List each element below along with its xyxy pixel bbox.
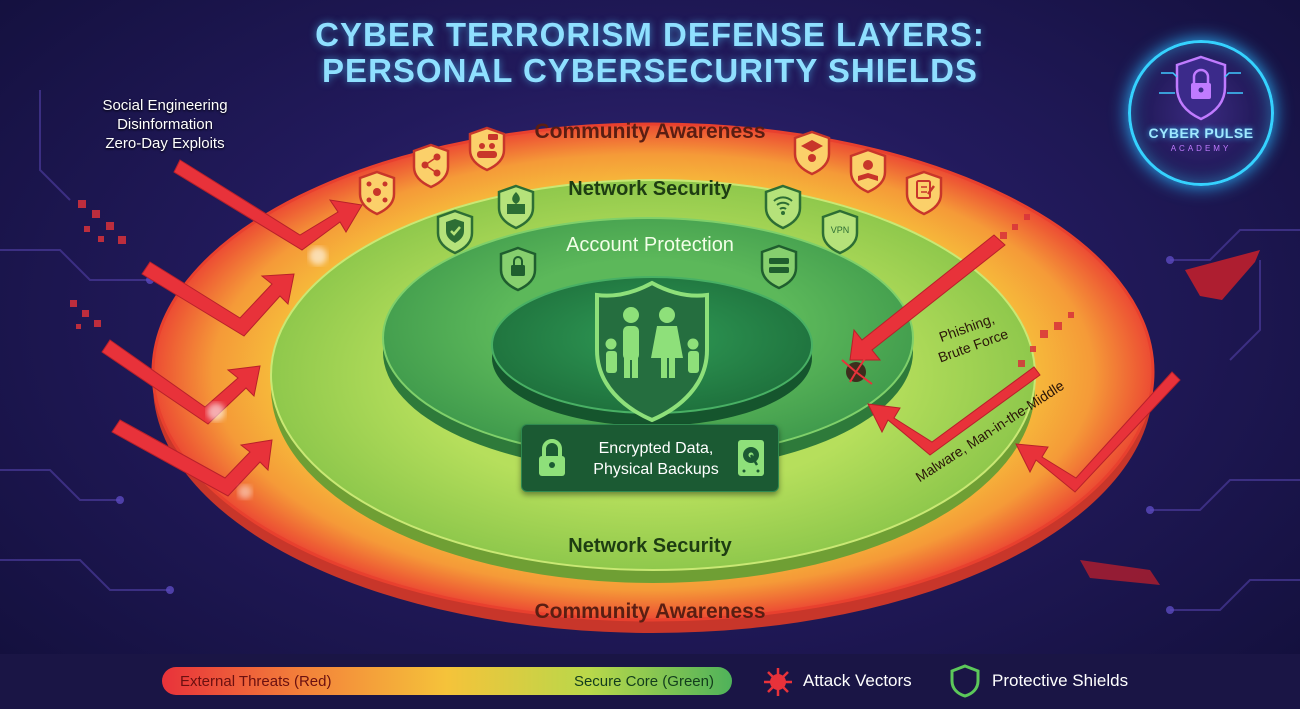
core-data-text: Encrypted Data, Physical Backups bbox=[593, 440, 719, 478]
graduation-shield-icon bbox=[793, 130, 831, 176]
padlock-icon bbox=[539, 439, 565, 476]
inner-layer-label: Account Protection bbox=[566, 234, 734, 256]
protective-shield-icon bbox=[950, 664, 980, 698]
share-shield-icon bbox=[412, 143, 450, 189]
outer-layer-label-top: Community Awareness bbox=[534, 120, 766, 143]
middle-layer-label-top: Network Security bbox=[568, 178, 732, 200]
threat-arrow-right-3 bbox=[1015, 371, 1181, 493]
threat-arrow-left-1 bbox=[173, 159, 363, 251]
pixel-trails bbox=[70, 200, 1074, 367]
checklist-shield-icon bbox=[905, 170, 943, 216]
threat-label-social-engineering: Social Engineering bbox=[102, 97, 228, 114]
threat-label-left: Social Engineering Disinformation Zero-D… bbox=[80, 96, 250, 153]
logo-subtitle: ACADEMY bbox=[1170, 144, 1232, 153]
padlock-shield-icon bbox=[1159, 55, 1243, 121]
logo-name: CYBER PULSE bbox=[1148, 125, 1254, 141]
legend: External Threats (Red) Secure Core (Gree… bbox=[0, 654, 1300, 709]
network-shield-icon bbox=[358, 170, 396, 216]
threat-arrow-left-2 bbox=[141, 261, 295, 337]
middle-layer-label-bottom: Network Security bbox=[568, 535, 732, 557]
lock-shield-icon bbox=[499, 246, 537, 292]
lightbulb-book-shield-icon bbox=[849, 148, 887, 194]
red-debris-shape bbox=[1080, 560, 1160, 585]
virus-icon bbox=[764, 668, 792, 696]
impact-bursts bbox=[207, 247, 873, 499]
family-shield-icon bbox=[595, 280, 709, 423]
threat-arrow-left-3 bbox=[101, 339, 261, 425]
page-title-line-1: CYBER TERRORISM DEFENSE LAYERS: bbox=[315, 16, 985, 53]
threat-label-disinformation: Disinformation bbox=[117, 116, 213, 133]
vpn-shield-icon: VPN bbox=[821, 209, 859, 255]
legend-gradient-bar: External Threats (Red) Secure Core (Gree… bbox=[162, 667, 732, 695]
legend-external-threats: External Threats (Red) bbox=[180, 673, 332, 690]
threat-label-zero-day: Zero-Day Exploits bbox=[105, 135, 225, 152]
svg-text:VPN: VPN bbox=[831, 225, 850, 235]
wifi-shield-icon bbox=[764, 184, 802, 230]
page-title-line-2: PERSONAL CYBERSECURITY SHIELDS bbox=[322, 52, 978, 89]
hard-drive-icon bbox=[738, 440, 764, 476]
threat-arrow-left-4 bbox=[111, 419, 273, 497]
group-chat-shield-icon bbox=[468, 126, 506, 172]
check-shield-icon bbox=[436, 209, 474, 255]
password-shield-icon bbox=[760, 244, 798, 290]
threat-arrow-right-2 bbox=[867, 366, 1041, 456]
core-data-box: Encrypted Data, Physical Backups bbox=[521, 424, 779, 492]
firewall-shield-icon bbox=[497, 184, 535, 230]
legend-attack-vectors: Attack Vectors bbox=[803, 671, 912, 690]
legend-protective-shields: Protective Shields bbox=[992, 671, 1129, 690]
threat-arrow-right-1 bbox=[849, 234, 1006, 361]
cyber-pulse-logo: CYBER PULSE ACADEMY bbox=[1128, 40, 1274, 186]
red-debris-shape bbox=[1185, 250, 1260, 300]
legend-secure-core: Secure Core (Green) bbox=[573, 673, 714, 690]
outer-layer-label-bottom: Community Awareness bbox=[534, 600, 766, 623]
attack-arrows bbox=[101, 159, 1181, 497]
core-data-label: Encrypted Data, Physical Backups bbox=[576, 438, 736, 480]
